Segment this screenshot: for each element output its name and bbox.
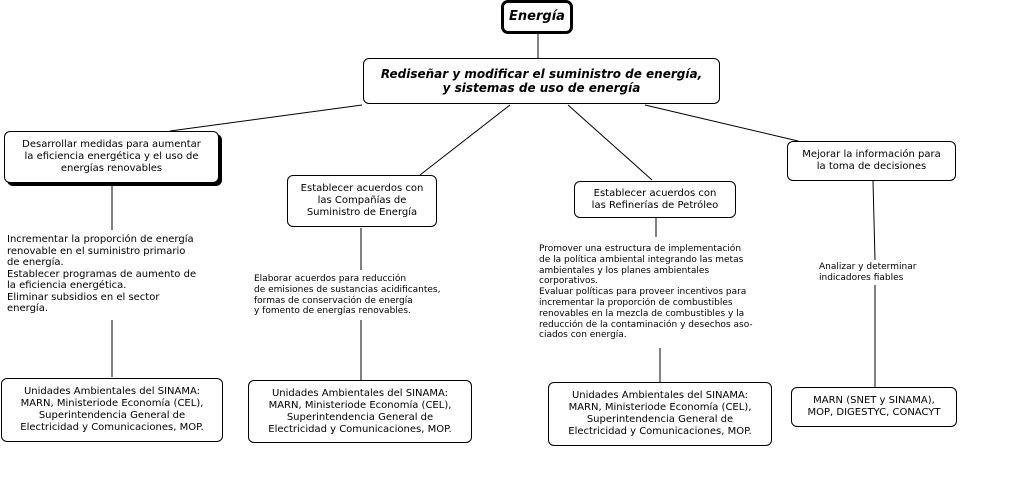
branch-3-title-label: Establecer acuerdos con las Refinerías d… [591,187,719,211]
branch-4-title-node[interactable]: Mejorar la información para la toma de d… [787,141,956,181]
connector-main-branch-4 [644,104,799,142]
main-node[interactable]: Rediseñar y modificar el suministro de e… [363,58,720,104]
connector-branch-4-actions [872,180,876,261]
branch-4-title-label: Mejorar la información para la toma de d… [802,149,941,172]
connector-main-branch-1 [169,104,363,132]
branch-4-actions-text: Analizar y determinar indicadores fiable… [819,262,917,283]
branch-1-responsible-label: Unidades Ambientales del SINAMA: MARN, M… [20,386,204,433]
branch-4-responsible-label: MARN (SNET y SINAMA), MOP, DIGESTYC, CON… [807,395,941,418]
branch-2-title-label: Establecer acuerdos con las Compañías de… [300,183,424,218]
branch-3-title-node[interactable]: Establecer acuerdos con las Refinerías d… [574,181,736,218]
branch-1-title-node[interactable]: Desarrollar medidas para aumentar la efi… [4,131,219,183]
branch-2-responsible-label: Unidades Ambientales del SINAMA: MARN, M… [268,387,452,435]
root-node[interactable]: Energía [501,0,573,34]
branch-3-actions-text: Promover una estructura de implementació… [539,244,753,341]
main-label: Rediseñar y modificar el suministro de e… [380,67,703,95]
branch-3-responsible-label: Unidades Ambientales del SINAMA: MARN, M… [568,390,752,437]
root-label: Energía [509,9,565,24]
branch-1-responsible-node[interactable]: Unidades Ambientales del SINAMA: MARN, M… [1,378,223,442]
branch-2-title-node[interactable]: Establecer acuerdos con las Compañías de… [287,175,437,227]
connector-main-branch-2 [419,104,511,176]
branch-3-responsible-node[interactable]: Unidades Ambientales del SINAMA: MARN, M… [548,382,772,446]
branch-2-actions-text: Elaborar acuerdos para reducción de emis… [254,274,441,317]
branch-4-responsible-node[interactable]: MARN (SNET y SINAMA), MOP, DIGESTYC, CON… [791,387,957,427]
branch-2-responsible-node[interactable]: Unidades Ambientales del SINAMA: MARN, M… [248,380,472,443]
connector-main-branch-3 [567,104,653,181]
branch-1-actions-text: Incrementar la proporción de energía ren… [7,234,197,314]
branch-1-title-label: Desarrollar medidas para aumentar la efi… [22,139,201,174]
